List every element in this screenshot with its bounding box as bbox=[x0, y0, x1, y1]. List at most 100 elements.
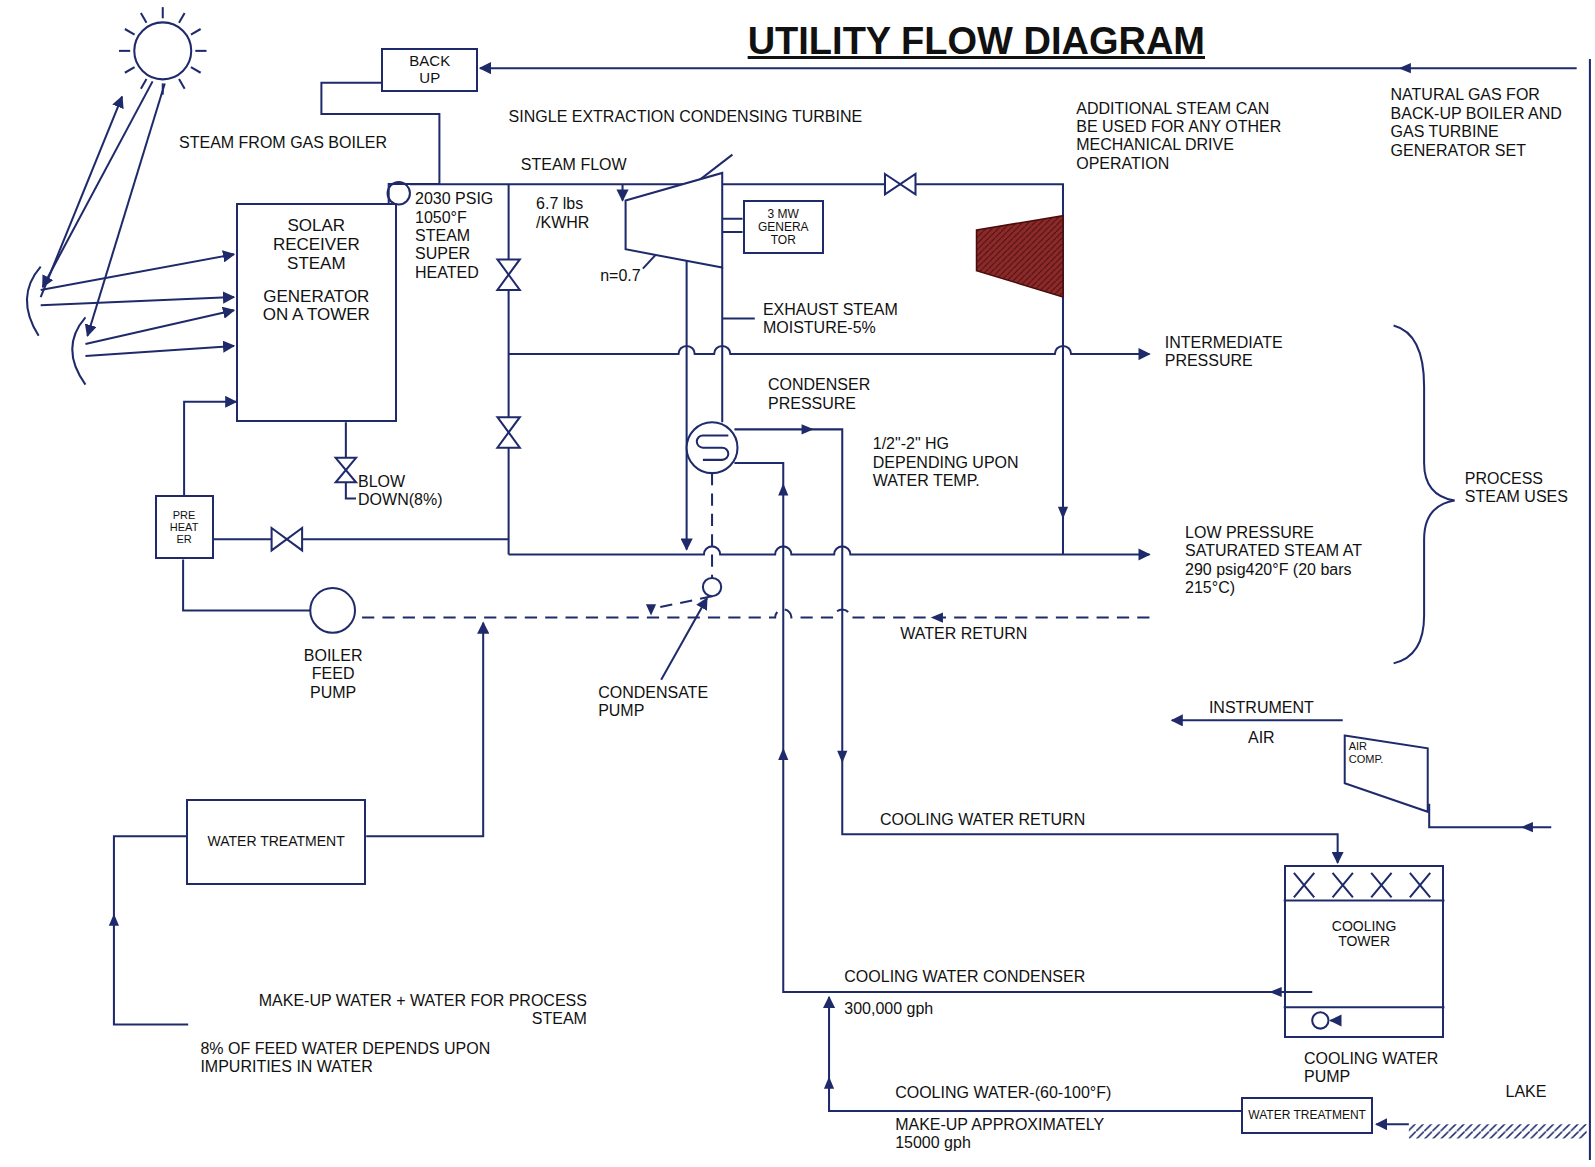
annotation-label: COOLING WATER PUMP bbox=[1304, 1050, 1457, 1087]
annotation-label: LOW PRESSURE SATURATED STEAM AT 290 psig… bbox=[1185, 524, 1383, 598]
drawing-stroke bbox=[1294, 873, 1430, 897]
drawing-stroke bbox=[778, 748, 788, 760]
drawing-stroke bbox=[1312, 1012, 1328, 1028]
compressor-shape bbox=[1344, 736, 1427, 812]
node-text: BACK UP bbox=[405, 53, 455, 86]
drawing-stroke bbox=[778, 483, 788, 495]
annotation-label: LAKE bbox=[1505, 1083, 1546, 1101]
drawing-stroke bbox=[654, 596, 712, 608]
drawing-stroke bbox=[643, 254, 656, 268]
node-text: PRE HEAT ER bbox=[164, 509, 204, 545]
node-text: COOLING TOWER bbox=[1304, 919, 1424, 950]
drawing-stroke bbox=[697, 435, 729, 459]
sun-symbol bbox=[119, 7, 206, 94]
drawing-stroke bbox=[141, 13, 147, 23]
drawing-stroke bbox=[646, 604, 656, 615]
annotation-label: INSTRUMENT AIR bbox=[1195, 693, 1327, 753]
drawing-stroke bbox=[27, 267, 41, 336]
drawing-stroke bbox=[179, 79, 185, 89]
annotation-label: STEAM FLOW bbox=[521, 156, 627, 174]
annotation-label: 1/2"-2" HG DEPENDING UPON WATER TEMP. bbox=[873, 435, 1026, 490]
drawing-stroke bbox=[336, 458, 356, 482]
drawing-stroke bbox=[134, 22, 191, 79]
drawing-stroke bbox=[509, 546, 1150, 554]
drawing-stroke bbox=[1269, 987, 1281, 997]
drawing-stroke bbox=[410, 184, 1063, 554]
drawing-stroke bbox=[885, 174, 916, 194]
annotation-label: 2030 PSIG 1050°F STEAM SUPER HEATED bbox=[415, 190, 494, 282]
drawing-stroke bbox=[734, 429, 1337, 862]
drawing-stroke bbox=[829, 997, 1241, 1111]
drawing-stroke bbox=[272, 528, 303, 550]
node-text: 3 MW GENERA TOR bbox=[750, 208, 816, 248]
equipment-box: COOLING TOWER bbox=[1284, 865, 1445, 1038]
drawing-stroke bbox=[41, 254, 234, 290]
drawing-stroke bbox=[141, 79, 147, 89]
drawing-stroke bbox=[310, 588, 355, 633]
drawing-stroke bbox=[497, 417, 519, 448]
drawing-stroke bbox=[119, 50, 130, 52]
drawing-stroke bbox=[824, 1076, 834, 1088]
drawing-stroke bbox=[497, 259, 519, 290]
annotation-label: INTERMEDIATE PRESSURE bbox=[1165, 334, 1338, 371]
drawing-stroke bbox=[72, 317, 85, 384]
annotation-label: COOLING WATER RETURN bbox=[880, 811, 1085, 829]
annotation-label: MAKE-UP WATER + WATER FOR PROCESS STEAM bbox=[200, 992, 587, 1029]
compressor-node: AIR COMP. bbox=[1343, 734, 1429, 813]
drawing-stroke bbox=[703, 578, 721, 596]
equipment-box: BACK UP bbox=[381, 48, 478, 92]
equipment-box: WATER TREATMENT bbox=[1241, 1097, 1373, 1135]
annotation-label: 300,000 gph bbox=[844, 1000, 933, 1018]
drawing-stroke bbox=[1331, 1019, 1341, 1021]
drawing-stroke bbox=[356, 609, 1149, 617]
node-text: WATER TREATMENT bbox=[208, 834, 345, 849]
annotation-label: 6.7 lbs /KWHR bbox=[536, 195, 617, 232]
drawing-stroke bbox=[85, 310, 234, 344]
drawing-stroke bbox=[109, 914, 119, 926]
lake-hatch bbox=[1409, 1124, 1587, 1138]
drawing-stroke bbox=[661, 598, 707, 679]
annotation-label: 8% OF FEED WATER DEPENDS UPON IMPURITIES… bbox=[200, 1040, 515, 1077]
drawing-stroke bbox=[508, 184, 510, 554]
heliostat-mirrors bbox=[27, 81, 234, 384]
drawing-stroke bbox=[1589, 59, 1591, 1160]
node-text: AIR COMP. bbox=[1349, 740, 1394, 764]
drawing-stroke bbox=[179, 13, 185, 23]
flow-arrowheads bbox=[109, 63, 1533, 1089]
drawing-stroke bbox=[388, 182, 410, 204]
node-text: GENERATOR ON A TOWER bbox=[254, 288, 379, 325]
drawing-stroke bbox=[1521, 822, 1533, 832]
drawing-stroke bbox=[125, 67, 135, 73]
drawing-stroke bbox=[125, 29, 135, 35]
drawing-stroke bbox=[366, 623, 483, 837]
annotation-label: SINGLE EXTRACTION CONDENSING TURBINE bbox=[509, 108, 863, 126]
drawing-stroke bbox=[162, 7, 164, 18]
node-text: WATER TREATMENT bbox=[1248, 1109, 1366, 1122]
equipment-box: WATER TREATMENT bbox=[186, 799, 366, 885]
piping bbox=[114, 59, 1590, 1160]
drawing-stroke bbox=[722, 219, 742, 232]
node-text: SOLAR RECEIVER STEAM bbox=[254, 217, 379, 273]
annotation-label: MAKE-UP APPROXIMATELY 15000 gph bbox=[895, 1116, 1129, 1153]
annotation-label: COOLING WATER CONDENSER bbox=[844, 968, 1085, 986]
drawing-stroke bbox=[931, 612, 943, 622]
annotation-label: NATURAL GAS FOR BACK-UP BOILER AND GAS T… bbox=[1391, 86, 1584, 160]
annotation-label: PROCESS STEAM USES bbox=[1465, 470, 1577, 507]
drawing-stroke bbox=[686, 256, 688, 549]
equipment-box: SOLAR RECEIVER STEAM GENERATOR ON A TOWER bbox=[236, 203, 397, 422]
drawing-stroke bbox=[1172, 719, 1343, 721]
equipment-box: 3 MW GENERA TOR bbox=[743, 200, 824, 254]
annotation-label: n=0.7 bbox=[600, 267, 640, 285]
drawing-stroke bbox=[183, 560, 310, 611]
drawing-stroke bbox=[114, 836, 188, 1024]
drawing-stroke bbox=[41, 97, 122, 297]
flow-connector bbox=[184, 402, 236, 496]
annotation-label: WATER RETURN bbox=[900, 625, 1027, 643]
annotation-label: STEAM FROM GAS BOILER bbox=[179, 134, 387, 152]
drawing-stroke bbox=[87, 83, 164, 335]
drawing-stroke bbox=[480, 67, 1577, 69]
drawing-stroke bbox=[711, 473, 713, 578]
annotation-label: COOLING WATER-(60-100°F) bbox=[895, 1084, 1111, 1102]
annotation-label: BLOW DOWN(8%) bbox=[358, 473, 460, 510]
drawing-stroke bbox=[1284, 900, 1445, 1007]
